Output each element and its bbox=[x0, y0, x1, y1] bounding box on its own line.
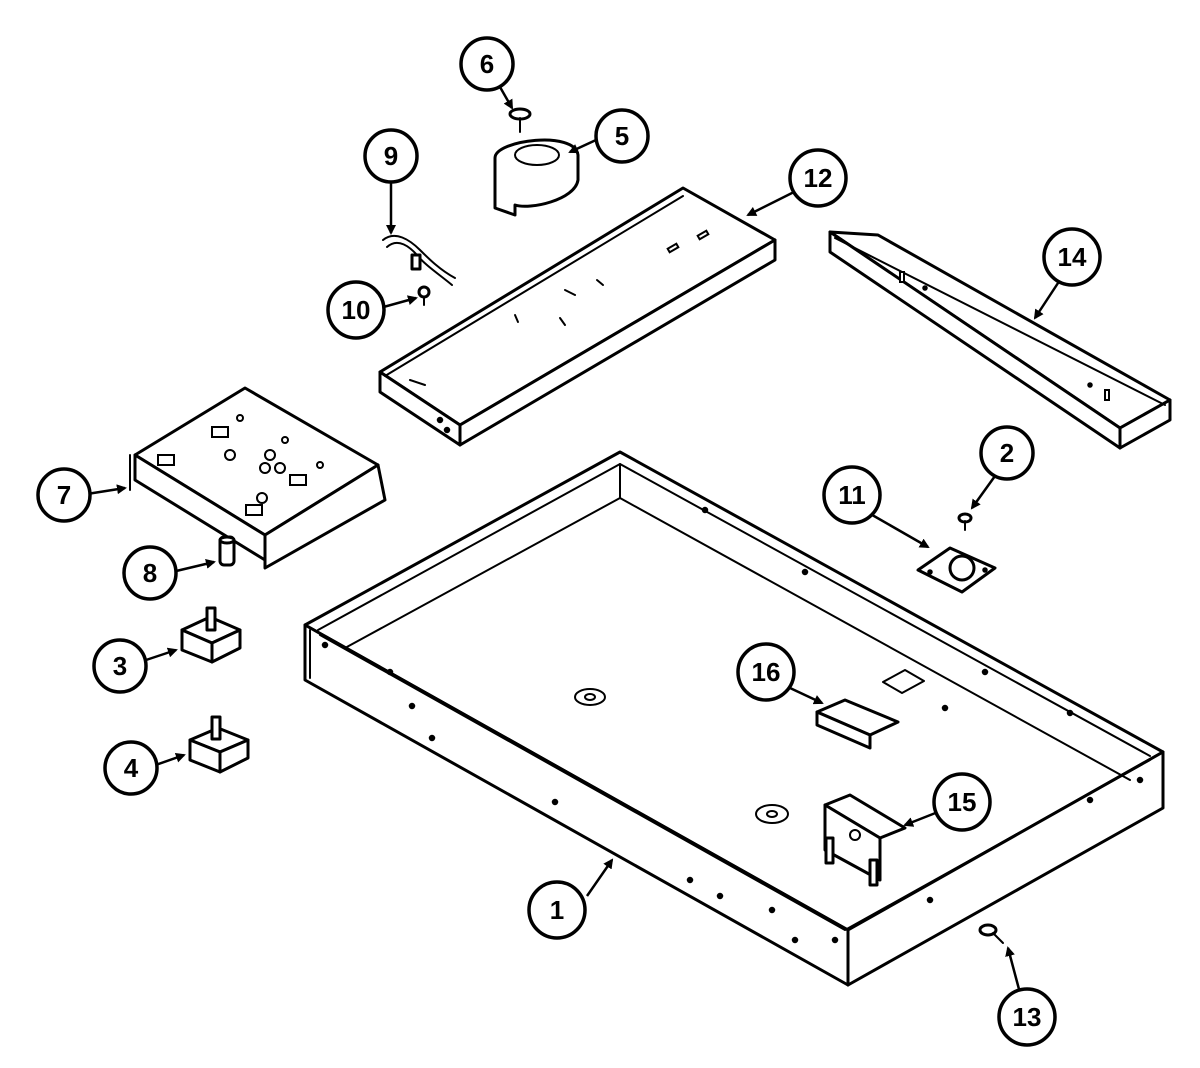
callout-16: 16 bbox=[736, 642, 796, 702]
leader-lines bbox=[86, 86, 1062, 994]
svg-text:14: 14 bbox=[1058, 242, 1087, 272]
callout-14: 14 bbox=[1042, 227, 1102, 287]
svg-text:6: 6 bbox=[480, 49, 494, 79]
svg-text:12: 12 bbox=[804, 163, 833, 193]
part-9-wire bbox=[382, 234, 456, 286]
part-3-switch bbox=[180, 606, 242, 664]
svg-text:4: 4 bbox=[124, 753, 139, 783]
part-11-sensor-bracket bbox=[916, 546, 997, 594]
svg-text:7: 7 bbox=[57, 480, 71, 510]
callout-7: 7 bbox=[36, 467, 92, 523]
part-4-switch bbox=[188, 715, 250, 774]
svg-text:11: 11 bbox=[838, 480, 866, 510]
callout-12: 12 bbox=[788, 148, 848, 208]
part-13-screw bbox=[978, 923, 1004, 944]
part-16-pad bbox=[815, 698, 900, 750]
callout-13: 13 bbox=[997, 987, 1057, 1047]
callout-5: 5 bbox=[594, 108, 650, 164]
callout-11: 11 bbox=[822, 465, 882, 525]
svg-text:2: 2 bbox=[1000, 438, 1014, 468]
part-5-collar bbox=[493, 138, 580, 217]
part-12-control-panel bbox=[378, 186, 777, 447]
svg-text:3: 3 bbox=[113, 651, 127, 681]
part-2-screw bbox=[957, 512, 973, 531]
callout-15: 15 bbox=[932, 772, 992, 832]
callout-3: 3 bbox=[92, 638, 148, 694]
callout-8: 8 bbox=[122, 545, 178, 601]
callout-1: 1 bbox=[527, 880, 587, 940]
part-7-switch-bracket bbox=[129, 386, 387, 570]
part-1-base-tray bbox=[303, 450, 1165, 987]
svg-text:5: 5 bbox=[615, 121, 629, 151]
svg-text:10: 10 bbox=[342, 295, 371, 325]
callout-9: 9 bbox=[363, 128, 419, 184]
part-14-rear-trim bbox=[828, 230, 1172, 450]
part-8-shaft bbox=[218, 535, 236, 567]
part-15-bracket bbox=[823, 793, 907, 887]
callout-6: 6 bbox=[459, 36, 515, 92]
callout-2: 2 bbox=[979, 425, 1035, 481]
callout-10: 10 bbox=[326, 280, 386, 340]
callout-4: 4 bbox=[103, 740, 159, 796]
svg-text:8: 8 bbox=[143, 558, 157, 588]
svg-text:16: 16 bbox=[752, 657, 781, 687]
svg-text:13: 13 bbox=[1013, 1002, 1042, 1032]
part-10-screw bbox=[417, 285, 431, 306]
svg-text:1: 1 bbox=[550, 895, 564, 925]
svg-text:9: 9 bbox=[384, 141, 398, 171]
part-6-screw bbox=[508, 107, 532, 133]
svg-text:15: 15 bbox=[948, 787, 977, 817]
